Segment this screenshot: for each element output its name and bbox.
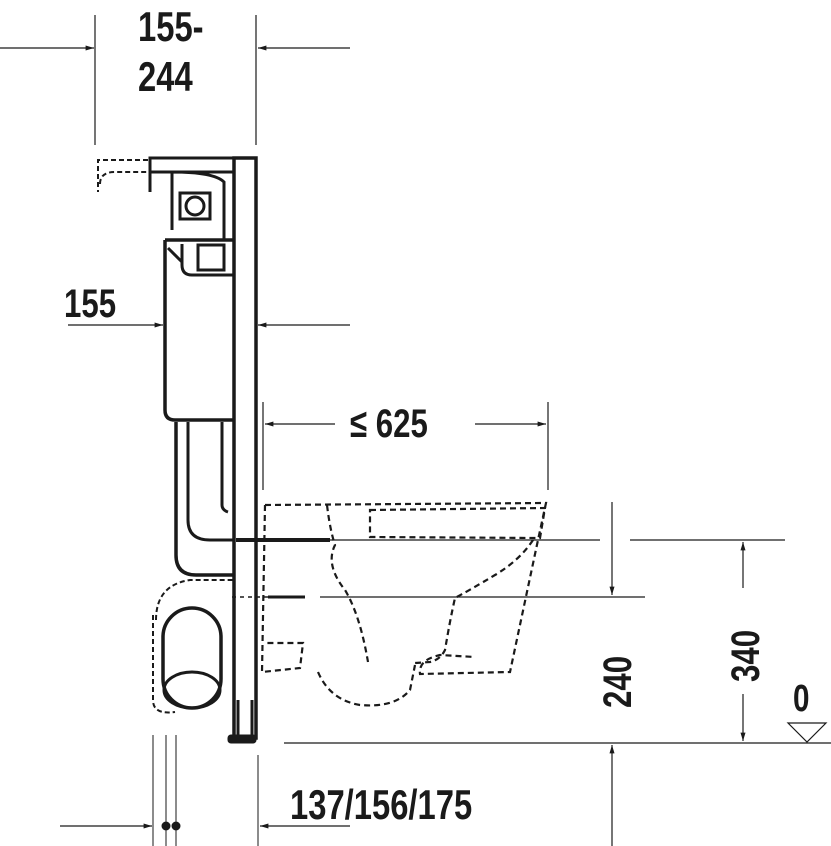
bowl-projection-label: ≤ 625 bbox=[350, 402, 428, 446]
outlet-height-label: 240 bbox=[596, 655, 640, 708]
level-triangle-icon bbox=[786, 722, 828, 743]
pan-height-label: 340 bbox=[724, 629, 768, 682]
floor-level-label: 0 bbox=[793, 678, 810, 720]
frame-depth-label-line1: 155- bbox=[138, 3, 204, 50]
cistern-depth-label: 155 bbox=[64, 282, 117, 326]
wall-offset-label: 137/156/175 bbox=[290, 781, 473, 828]
frame-depth-label-line2: 244 bbox=[138, 53, 193, 100]
